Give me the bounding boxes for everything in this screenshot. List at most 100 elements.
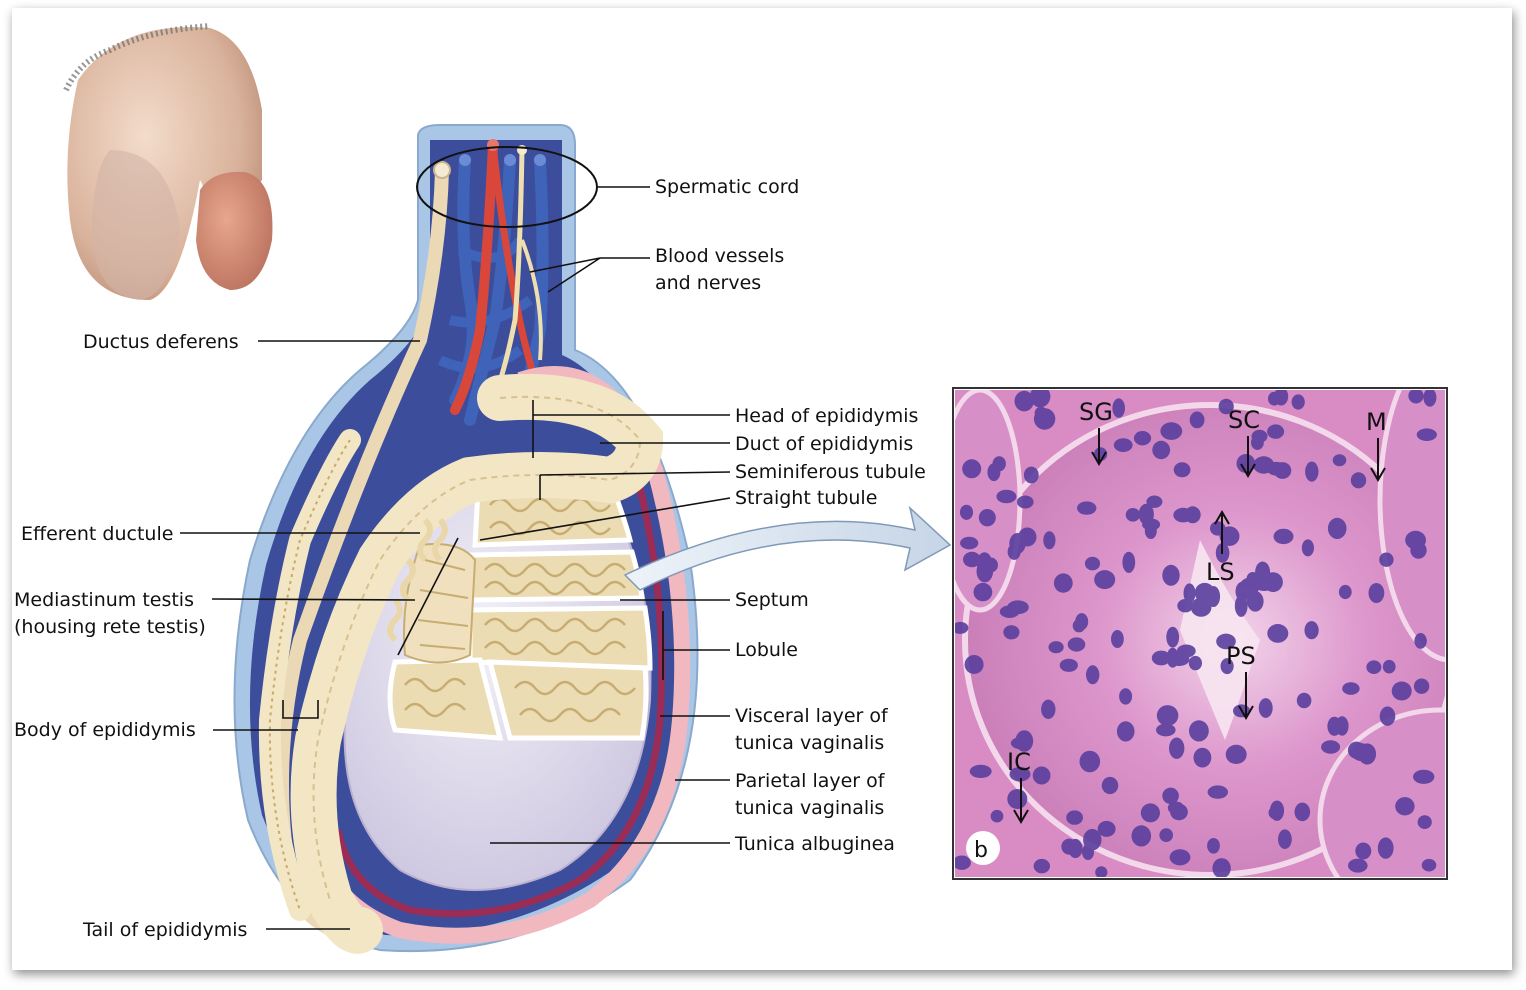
nucleus bbox=[1255, 561, 1271, 583]
nucleus bbox=[1421, 858, 1437, 872]
nucleus bbox=[1379, 706, 1396, 726]
label-duct-of-epididymis: Duct of epididymis bbox=[735, 433, 913, 455]
micrograph-panel: b SG SC M LS PS IC bbox=[952, 387, 1448, 880]
nucleus bbox=[1188, 655, 1202, 671]
label-tail-of-epididymis: Tail of epididymis bbox=[82, 919, 247, 941]
epididymis bbox=[258, 373, 664, 954]
nucleus bbox=[955, 621, 969, 634]
nucleus bbox=[1405, 530, 1426, 550]
nucleus bbox=[1379, 552, 1394, 567]
nucleus bbox=[1125, 508, 1141, 522]
label-straight-tubule: Straight tubule bbox=[735, 487, 877, 509]
label-tunica-albuginea: Tunica albuginea bbox=[734, 833, 895, 855]
nucleus bbox=[1169, 737, 1185, 759]
nucleus bbox=[1294, 802, 1311, 822]
nucleus bbox=[1094, 570, 1116, 590]
nucleus bbox=[1095, 866, 1108, 877]
nucleus bbox=[1391, 681, 1412, 701]
nucleus bbox=[1048, 641, 1064, 654]
label-m: M bbox=[1366, 408, 1387, 436]
nucleus bbox=[1247, 591, 1264, 612]
nucleus bbox=[1133, 431, 1152, 446]
cord-vessels bbox=[437, 139, 549, 426]
nucleus bbox=[1061, 838, 1077, 855]
label-parietal-layer: Parietal layer of bbox=[735, 770, 886, 792]
nucleus bbox=[1351, 743, 1371, 762]
nucleus bbox=[1291, 394, 1305, 410]
nucleus bbox=[1423, 390, 1437, 407]
nucleus bbox=[963, 551, 981, 568]
nucleus bbox=[1086, 665, 1100, 685]
nucleus bbox=[1041, 699, 1056, 719]
nucleus bbox=[1072, 619, 1086, 633]
nucleus bbox=[1348, 858, 1368, 873]
nucleus bbox=[1146, 495, 1163, 508]
label-efferent-ductule: Efferent ductule bbox=[21, 523, 173, 545]
nucleus bbox=[1218, 398, 1234, 415]
nucleus bbox=[1408, 390, 1424, 404]
diagram-labels: Spermatic cord Blood vessels and nerves … bbox=[14, 176, 926, 941]
nucleus bbox=[1321, 740, 1341, 754]
nucleus bbox=[1111, 630, 1124, 648]
nucleus bbox=[990, 809, 1004, 823]
nucleus bbox=[1032, 766, 1051, 785]
cell-nuclei bbox=[955, 390, 1437, 877]
nucleus bbox=[1377, 837, 1394, 859]
panel-letter-b: b bbox=[974, 838, 988, 863]
nucleus bbox=[1152, 440, 1171, 460]
label-sg: SG bbox=[1079, 398, 1113, 426]
nucleus bbox=[1278, 829, 1292, 849]
label-ductus-deferens: Ductus deferens bbox=[83, 331, 239, 353]
label-head-of-epididymis: Head of epididymis bbox=[735, 405, 918, 427]
label-visceral-layer: Visceral layer of bbox=[735, 705, 889, 727]
nucleus bbox=[1176, 644, 1196, 658]
leader-lines bbox=[180, 186, 731, 930]
nucleus bbox=[1140, 803, 1160, 823]
nucleus bbox=[1083, 828, 1102, 851]
body-bracket bbox=[282, 700, 319, 719]
nucleus bbox=[996, 489, 1017, 504]
label-septum: Septum bbox=[735, 589, 809, 611]
nucleus bbox=[1177, 599, 1194, 613]
nucleus bbox=[1066, 810, 1083, 825]
nucleus bbox=[1043, 531, 1056, 550]
nucleus bbox=[1342, 682, 1360, 695]
arrow-sc bbox=[1240, 463, 1256, 478]
nucleus bbox=[1301, 539, 1314, 557]
nucleus bbox=[1119, 688, 1133, 705]
nucleus bbox=[1053, 573, 1073, 593]
label-visceral-tunica: tunica vaginalis bbox=[735, 732, 884, 754]
label-housing-rete-testis: (housing rete testis) bbox=[14, 616, 206, 638]
nucleus bbox=[1327, 517, 1347, 540]
nucleus bbox=[1395, 797, 1415, 816]
nucleus bbox=[1162, 564, 1180, 586]
nucleus bbox=[960, 536, 979, 550]
nucleus bbox=[1015, 730, 1034, 752]
nucleus bbox=[1160, 422, 1183, 440]
nucleus bbox=[1267, 624, 1289, 643]
nucleus bbox=[1113, 438, 1133, 452]
label-mediastinum-testis: Mediastinum testis bbox=[14, 589, 194, 611]
label-sc: SC bbox=[1228, 406, 1260, 434]
nucleus bbox=[1067, 637, 1086, 652]
nucleus bbox=[1267, 424, 1285, 439]
nucleus bbox=[1009, 766, 1031, 782]
nucleus bbox=[999, 605, 1020, 618]
nucleus bbox=[1296, 692, 1312, 709]
nucleus bbox=[1023, 466, 1039, 484]
nucleus bbox=[1414, 633, 1427, 649]
nucleus bbox=[1033, 858, 1051, 874]
nucleus bbox=[1366, 660, 1382, 674]
nucleus bbox=[1166, 647, 1179, 668]
nucleus bbox=[1253, 456, 1275, 474]
nucleus bbox=[973, 582, 993, 602]
nucleus bbox=[1151, 650, 1171, 666]
nucleus bbox=[1413, 769, 1435, 784]
arrow-ic bbox=[1013, 809, 1029, 824]
nucleus bbox=[1077, 501, 1097, 515]
label-ls: LS bbox=[1206, 558, 1235, 586]
nucleus bbox=[1416, 428, 1437, 442]
nucleus bbox=[1059, 658, 1078, 672]
nucleus bbox=[1220, 658, 1234, 675]
